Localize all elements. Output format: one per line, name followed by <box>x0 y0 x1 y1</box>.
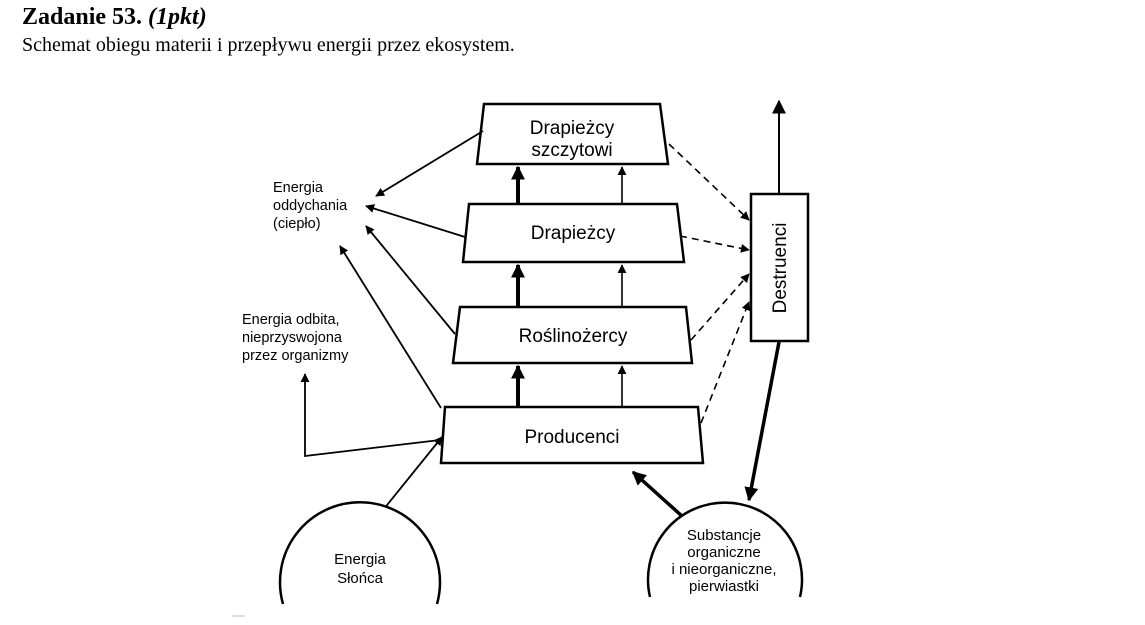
decomposers-box <box>749 192 810 343</box>
decomposers-to-substances-arrow <box>744 341 781 502</box>
dashed-arrow-producers-decomposers <box>700 301 751 424</box>
substances-label-line3: i nieorganiczne, <box>671 561 776 578</box>
reflected-energy-label-line2: nieprzyswojona <box>242 330 343 346</box>
task-title: Zadanie 53. <box>22 4 143 30</box>
substances-label-line2: organiczne <box>687 544 760 561</box>
dashed-arrow-predators-decomposers <box>679 235 750 253</box>
substances-label-line4: pierwiastki <box>689 578 759 595</box>
producers-label: Producenci <box>524 427 619 448</box>
solar-energy-label-line2: Słońca <box>337 570 384 587</box>
reflected-energy-label-line3: przez organizmy <box>242 348 349 364</box>
task-points: (1pkt) <box>148 4 207 30</box>
predators-box <box>461 202 686 264</box>
sun-to-producers-arrow <box>382 436 443 511</box>
respiration-energy-label-line3: (ciepło) <box>273 216 321 232</box>
herbivores-label: Roślinożercy <box>519 326 628 347</box>
substances-label-line1: Substancje <box>687 527 761 544</box>
task-description: Schemat obiegu materii i przepływu energ… <box>22 34 515 56</box>
dashed-arrow-top-predators-decomposers <box>668 143 750 221</box>
reflected-energy-label-line1: Energia odbita, <box>242 312 340 328</box>
respiration-arrow-predators <box>365 204 466 238</box>
dashed-arrow-herbivores-decomposers <box>690 273 750 341</box>
respiration-arrow-herbivores <box>365 225 456 335</box>
respiration-energy-label-line1: Energia <box>273 180 324 196</box>
substances-circle <box>646 501 804 598</box>
task-heading: Zadanie 53. (1pkt) <box>22 4 207 31</box>
herbivores-box <box>451 305 694 365</box>
respiration-energy-label-line2: oddychania <box>273 198 348 214</box>
solar-energy-label-line1: Energia <box>334 551 386 568</box>
respiration-arrow-top-predators <box>375 130 484 197</box>
solar-energy-circle <box>278 501 442 605</box>
predators-label: Drapieżcy <box>531 223 616 244</box>
substances-to-producers-arrow <box>631 470 685 519</box>
top-predators-box <box>475 102 670 166</box>
decomposers-label: Destruenci <box>770 223 791 314</box>
top-predators-label-line2: szczytowi <box>531 140 612 161</box>
reflected-energy-arrow <box>300 373 441 458</box>
respiration-arrow-producers <box>339 245 442 409</box>
top-predators-label-line1: Drapieżcy <box>530 118 615 139</box>
